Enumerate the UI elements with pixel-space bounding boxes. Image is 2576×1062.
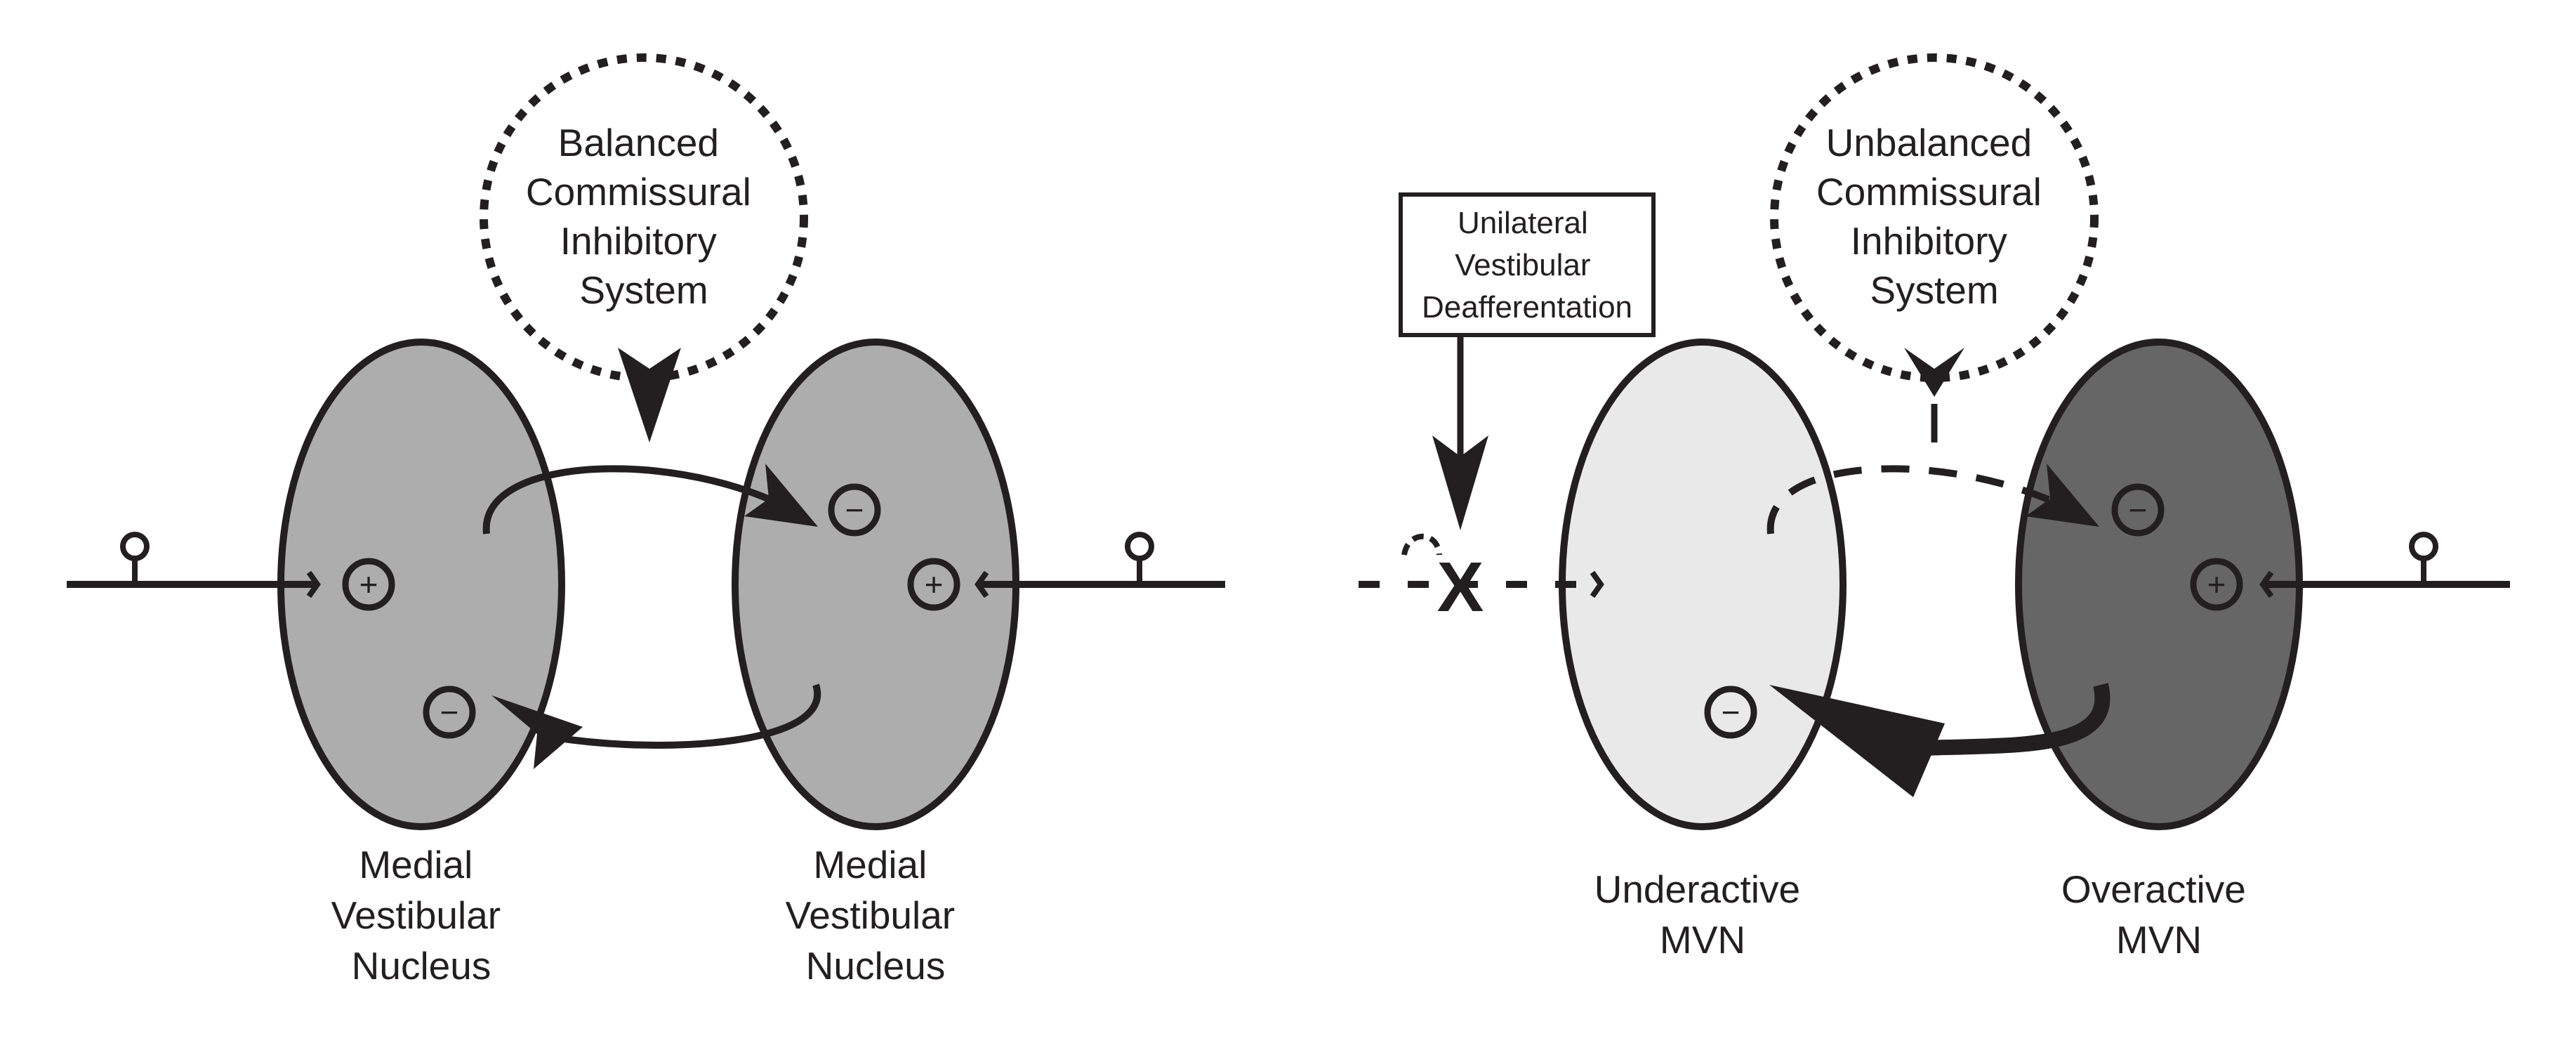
left-excitatory-sign: + [342,558,395,611]
balanced-system-arrowhead [618,348,681,442]
underactive-inhibitory-sign: − [1704,686,1757,739]
strong-commissural-arrowhead [1769,685,1945,797]
balanced-system-label: Balanced Commissural Inhibitory System [526,121,762,312]
right-afferent-terminal [975,570,989,598]
overactive-mvn-label: Overactive MVN [2061,867,2257,962]
unbalanced-system-circle [1770,53,2099,382]
right-to-left-commissural-arc [554,683,821,749]
right-to-left-arrowhead [491,695,583,769]
right-excitatory-sign: + [907,558,960,611]
overactive-afferent-terminal [2259,570,2274,598]
left-to-right-arrowhead [744,464,818,527]
overactive-excitatory-sign: + [2190,558,2243,611]
lesion-box-label: Unilateral Vestibular Deafferentation [1422,206,1632,324]
underactive-mvn-label: Underactive MVN [1594,867,1811,962]
lesioned-afferent-broken-knob [1401,533,1442,556]
left-to-right-commissural-arc [482,465,810,535]
left-inhibitory-sign: − [423,686,476,739]
unbalanced-system-arrowhead [1904,348,1964,397]
right-panel: Unilateral Vestibular Deafferentation Un… [1359,53,2510,962]
svg-text:−: − [440,694,459,730]
right-nucleus-label: Medial Vestibular Nucleus [786,843,966,988]
lesion-x-mark: X [1437,548,1484,627]
unbalanced-system-label: Unbalanced Commissural Inhibitory System [1816,121,2052,312]
left-afferent-terminal [306,570,321,598]
svg-text:−: − [1722,694,1741,730]
right-afferent-knob [1125,532,1154,561]
left-panel: Balanced Commissural Inhibitory System + [67,53,1225,988]
svg-text:−: − [845,492,864,528]
svg-text:−: − [2129,492,2148,528]
balanced-system-circle [480,53,808,382]
overactive-afferent-knob [2409,532,2438,561]
left-medial-vestibular-nucleus [277,339,565,830]
svg-text:+: + [2207,566,2226,603]
lesion-arrowhead [1432,435,1488,530]
underactive-mvn [1559,339,1847,830]
strong-commissural-arc [1923,683,2111,756]
right-medial-vestibular-nucleus [732,339,1019,830]
weak-commissural-arc [1766,465,2091,535]
weak-commissural-arrowhead [2026,464,2099,527]
svg-text:+: + [925,566,944,603]
svg-text:+: + [359,566,378,603]
lesioned-afferent-terminal [1590,570,1604,598]
left-nucleus-label: Medial Vestibular Nucleus [331,843,512,988]
overactive-mvn [2015,339,2303,830]
lesion-box [1399,192,1656,337]
left-afferent-knob [120,532,150,561]
overactive-inhibitory-sign: − [2111,483,2165,537]
right-inhibitory-sign: − [828,483,881,537]
